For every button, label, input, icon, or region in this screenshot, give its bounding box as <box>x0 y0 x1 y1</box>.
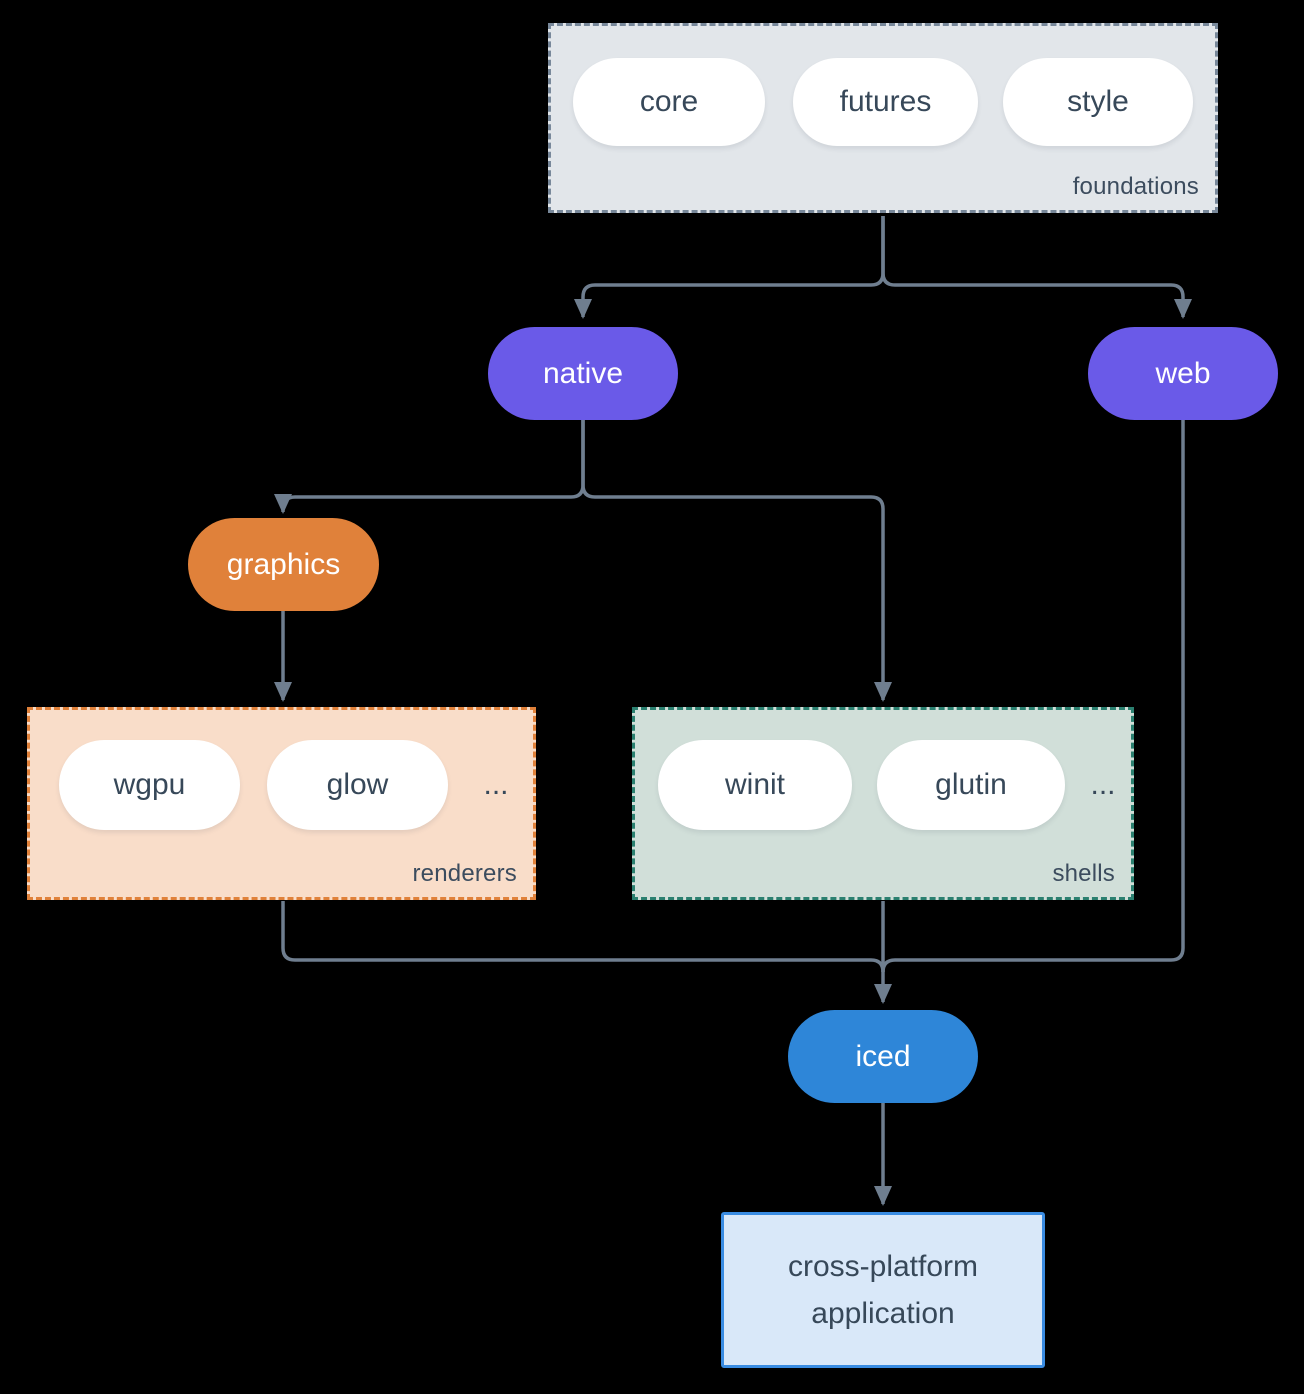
node-glutin: glutin <box>877 740 1065 830</box>
node-futures: futures <box>793 58 978 146</box>
shells-label: shells <box>1052 860 1115 887</box>
edge-foundations-web <box>881 216 1192 319</box>
edge-native-graphics <box>274 420 585 514</box>
foundations-group: core futures style foundations <box>548 23 1218 213</box>
node-glow: glow <box>267 740 448 830</box>
node-core: core <box>573 58 765 146</box>
node-native: native <box>488 327 678 420</box>
renderers-group: wgpu glow ... renderers <box>27 707 536 900</box>
edge-native-shells <box>581 420 892 702</box>
application-label: cross-platform application <box>787 1250 979 1330</box>
node-style: style <box>1003 58 1193 146</box>
node-graphics: graphics <box>188 518 379 611</box>
node-winit: winit <box>658 740 852 830</box>
application-box: cross-platform application <box>721 1212 1045 1368</box>
node-wgpu: wgpu <box>59 740 240 830</box>
shells-ellipsis: ... <box>1090 768 1116 801</box>
foundations-label: foundations <box>1072 173 1199 200</box>
edge-renderers-merge <box>281 901 885 973</box>
node-iced: iced <box>788 1010 978 1103</box>
node-web: web <box>1088 327 1278 420</box>
renderers-ellipsis: ... <box>483 768 509 801</box>
edge-foundations-native <box>574 216 885 319</box>
shells-group: winit glutin ... shells <box>632 707 1134 900</box>
renderers-label: renderers <box>412 860 517 887</box>
